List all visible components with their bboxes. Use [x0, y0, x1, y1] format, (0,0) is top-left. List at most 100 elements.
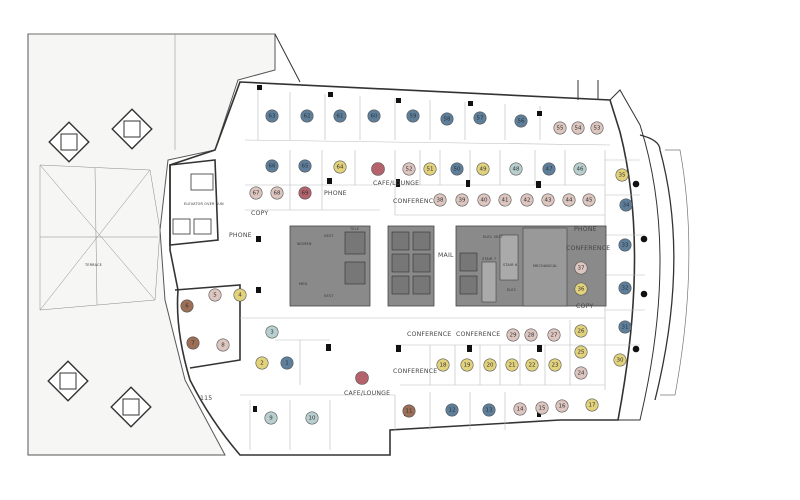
seat-dot[interactable]: [548, 358, 562, 372]
seat-marker-25[interactable]: 25: [574, 345, 588, 359]
seat-marker-31[interactable]: 31: [618, 320, 632, 334]
seat-marker-11[interactable]: 11: [402, 404, 416, 418]
seat-marker-60[interactable]: 60: [367, 109, 381, 123]
seat-dot[interactable]: [562, 193, 576, 207]
seat-dot[interactable]: [249, 186, 263, 200]
seat-marker-17[interactable]: 17: [585, 398, 599, 412]
seat-dot[interactable]: [574, 282, 588, 296]
seat-marker-29[interactable]: 29: [506, 328, 520, 342]
cafe-marker[interactable]: [355, 371, 369, 385]
seat-dot[interactable]: [406, 109, 420, 123]
seat-marker-44[interactable]: 44: [562, 193, 576, 207]
seat-marker-9[interactable]: 9: [264, 411, 278, 425]
seat-marker-57[interactable]: 57: [473, 111, 487, 125]
seat-dot[interactable]: [473, 111, 487, 125]
seat-dot[interactable]: [423, 162, 437, 176]
seat-dot[interactable]: [482, 403, 496, 417]
seat-dot[interactable]: [450, 162, 464, 176]
seat-dot[interactable]: [255, 356, 269, 370]
seat-marker-15[interactable]: 15: [535, 401, 549, 415]
seat-dot[interactable]: [553, 121, 567, 135]
seat-marker-8[interactable]: 8: [216, 338, 230, 352]
seat-marker-42[interactable]: 42: [520, 193, 534, 207]
seat-dot[interactable]: [520, 193, 534, 207]
seat-dot[interactable]: [535, 401, 549, 415]
seat-dot[interactable]: [555, 399, 569, 413]
seat-marker-51[interactable]: 51: [423, 162, 437, 176]
seat-dot[interactable]: [265, 109, 279, 123]
seat-marker-58[interactable]: 58: [440, 112, 454, 126]
seat-marker-59[interactable]: 59: [406, 109, 420, 123]
seat-dot[interactable]: [180, 299, 194, 313]
seat-dot[interactable]: [483, 358, 497, 372]
seat-dot[interactable]: [547, 328, 561, 342]
seat-marker-50[interactable]: 50: [450, 162, 464, 176]
seat-dot[interactable]: [264, 411, 278, 425]
seat-marker-64[interactable]: 64: [333, 160, 347, 174]
seat-marker-26[interactable]: 26: [574, 324, 588, 338]
seat-dot[interactable]: [455, 193, 469, 207]
seat-dot[interactable]: [513, 402, 527, 416]
seat-marker-66[interactable]: 66: [265, 159, 279, 173]
seat-marker-35[interactable]: 35: [615, 168, 629, 182]
seat-dot[interactable]: [186, 336, 200, 350]
seat-dot[interactable]: [233, 288, 247, 302]
seat-marker-12[interactable]: 12: [445, 403, 459, 417]
seat-marker-27[interactable]: 27: [547, 328, 561, 342]
seat-dot[interactable]: [618, 238, 632, 252]
seat-dot[interactable]: [270, 186, 284, 200]
seat-dot[interactable]: [506, 328, 520, 342]
seat-marker-34[interactable]: 34: [619, 198, 633, 212]
seat-marker-23[interactable]: 23: [548, 358, 562, 372]
seat-marker-41[interactable]: 41: [498, 193, 512, 207]
seat-marker-4[interactable]: 4: [233, 288, 247, 302]
seat-dot[interactable]: [460, 358, 474, 372]
seat-marker-62[interactable]: 62: [300, 109, 314, 123]
seat-dot[interactable]: [440, 112, 454, 126]
seat-dot[interactable]: [498, 193, 512, 207]
seat-marker-3[interactable]: 3: [265, 325, 279, 339]
seat-dot[interactable]: [333, 109, 347, 123]
seat-dot[interactable]: [542, 162, 556, 176]
seat-dot[interactable]: [367, 109, 381, 123]
seat-marker-43[interactable]: 43: [541, 193, 555, 207]
seat-marker-54[interactable]: 54: [571, 121, 585, 135]
seat-marker-69[interactable]: 69: [298, 186, 312, 200]
seat-marker-48[interactable]: 48: [509, 162, 523, 176]
seat-marker-18[interactable]: 18: [436, 358, 450, 372]
seat-marker-61[interactable]: 61: [333, 109, 347, 123]
seat-marker-52[interactable]: 52: [402, 162, 416, 176]
seat-dot[interactable]: [618, 281, 632, 295]
seat-marker-24[interactable]: 24: [574, 366, 588, 380]
seat-dot[interactable]: [298, 186, 312, 200]
seat-dot[interactable]: [619, 198, 633, 212]
seat-marker-28[interactable]: 28: [524, 328, 538, 342]
seat-dot[interactable]: [505, 358, 519, 372]
seat-marker-63[interactable]: 63: [265, 109, 279, 123]
seat-dot[interactable]: [280, 356, 294, 370]
seat-marker-39[interactable]: 39: [455, 193, 469, 207]
seat-marker-33[interactable]: 33: [618, 238, 632, 252]
seat-dot[interactable]: [574, 345, 588, 359]
seat-dot[interactable]: [433, 193, 447, 207]
seat-dot[interactable]: [574, 366, 588, 380]
seat-marker-19[interactable]: 19: [460, 358, 474, 372]
seat-marker-68[interactable]: 68: [270, 186, 284, 200]
seat-marker-32[interactable]: 32: [618, 281, 632, 295]
seat-marker-16[interactable]: 16: [555, 399, 569, 413]
seat-marker-21[interactable]: 21: [505, 358, 519, 372]
seat-dot[interactable]: [571, 121, 585, 135]
seat-marker-53[interactable]: 53: [590, 121, 604, 135]
seat-dot[interactable]: [208, 288, 222, 302]
seat-marker-67[interactable]: 67: [249, 186, 263, 200]
seat-dot[interactable]: [613, 353, 627, 367]
seat-marker-14[interactable]: 14: [513, 402, 527, 416]
seat-marker-13[interactable]: 13: [482, 403, 496, 417]
seat-dot[interactable]: [615, 168, 629, 182]
seat-marker-5[interactable]: 5: [208, 288, 222, 302]
seat-marker-30[interactable]: 30: [613, 353, 627, 367]
seat-dot[interactable]: [525, 358, 539, 372]
seat-marker-47[interactable]: 47: [542, 162, 556, 176]
seat-marker-56[interactable]: 56: [514, 114, 528, 128]
seat-dot[interactable]: [402, 404, 416, 418]
